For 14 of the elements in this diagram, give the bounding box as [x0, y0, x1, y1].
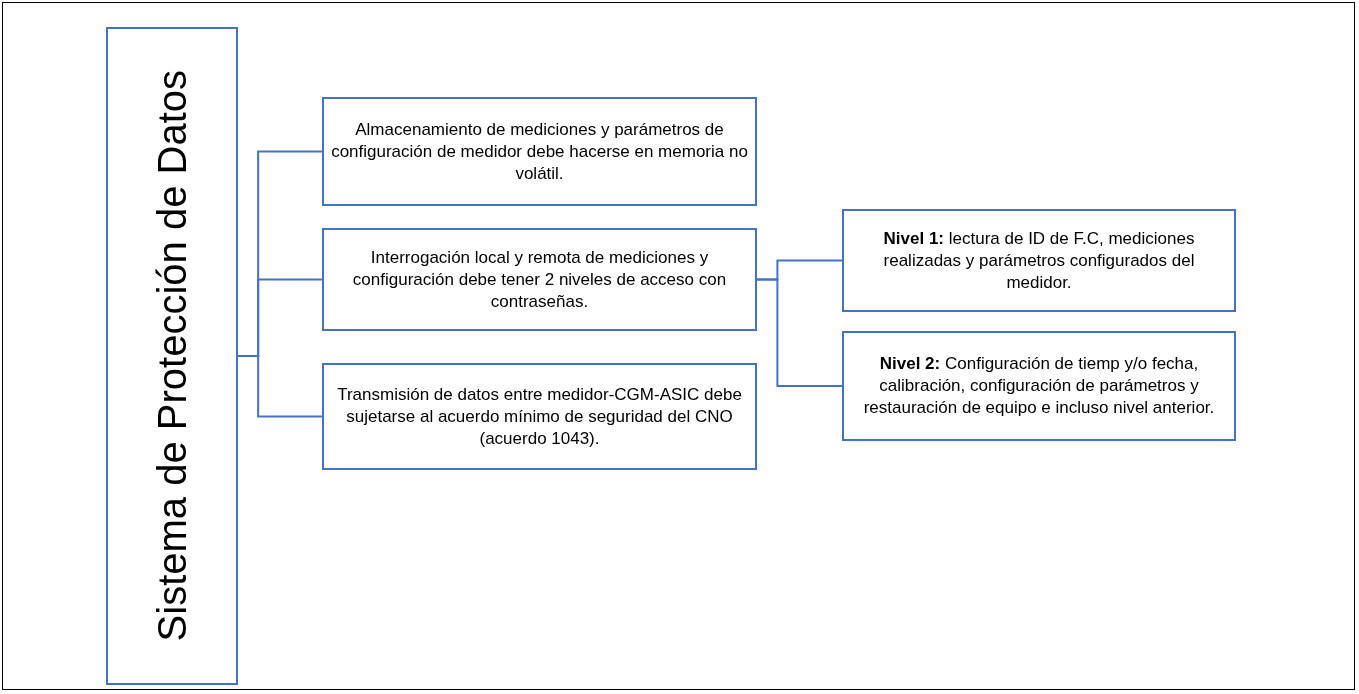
connector-line — [237, 355, 323, 418]
box-text: Almacenamiento de mediciones y parámetros de configuración de medidor debe hacerse en memoria no volátil. — [330, 118, 749, 185]
box-text: Nivel 2: Configuración de tiemp y/o fecha, calibración, configuración de parámetros y restauración de equipo e incluso nivel anterior. — [862, 353, 1216, 419]
box-text: Nivel 1: lectura de ID de F.C, mediciones realizadas y parámetros configurados del medidor. — [882, 227, 1196, 294]
text-box — [322, 228, 757, 331]
title-text: Sistema de Protección de Datos — [149, 70, 195, 642]
box-text: Interrogación local y remota de mediciones y configuración debe tener 2 niveles de acceso con contraseñas. — [351, 246, 728, 313]
text-box — [322, 97, 757, 206]
text-box — [842, 331, 1236, 441]
text-box — [842, 209, 1236, 312]
title-box — [106, 27, 238, 685]
connector-line — [756, 278, 843, 387]
text-box — [322, 363, 757, 470]
box-text: Transmisión de datos entre medidor-CGM-ASIC debe sujetarse al acuerdo mínimo de seguridad del CNO (acuerdo 1043). — [336, 383, 743, 450]
